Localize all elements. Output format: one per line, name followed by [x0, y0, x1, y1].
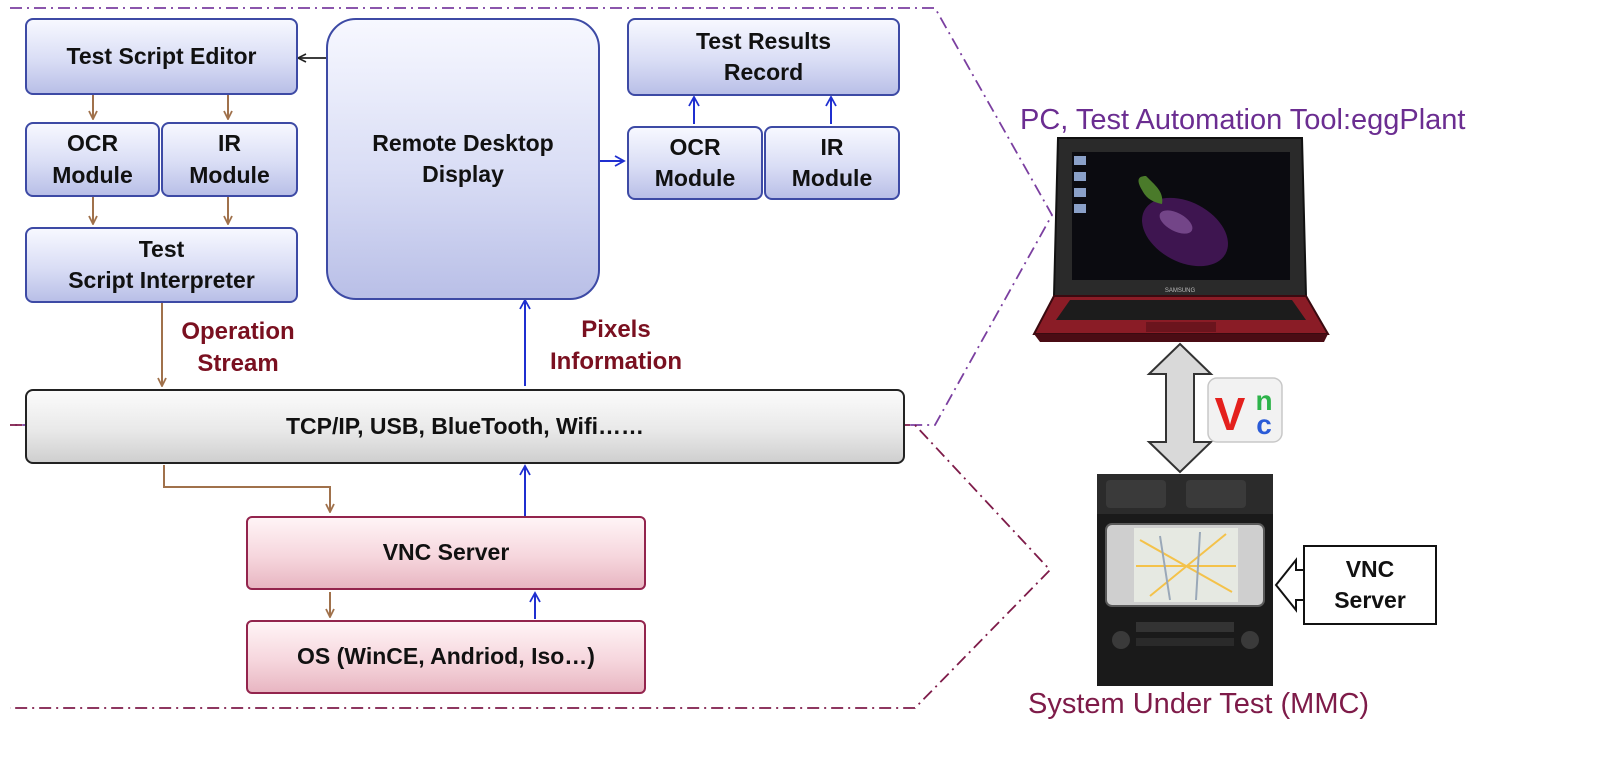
pc-title: PC, Test Automation Tool:eggPlant — [1020, 104, 1466, 136]
test-script-interpreter-box: Test Script Interpreter — [25, 227, 298, 303]
car-head-unit-illustration — [1097, 474, 1273, 686]
transport-layer-bar: TCP/IP, USB, BlueTooth, Wifi…… — [25, 389, 905, 464]
svg-text:n: n — [1255, 385, 1272, 416]
vnc-logo: V n c — [1207, 377, 1283, 443]
svg-text:SAMSUNG: SAMSUNG — [1165, 288, 1196, 294]
vnc-server-box: VNC Server — [246, 516, 646, 590]
os-box: OS (WinCE, Andriod, Iso…) — [246, 620, 646, 694]
vnc-server-callout: VNC Server — [1303, 545, 1437, 625]
test-results-record-box: Test Results Record — [627, 18, 900, 96]
laptop-illustration: SAMSUNG — [1032, 137, 1330, 342]
pixels-information-label: Pixels Information — [550, 316, 682, 376]
test-script-editor-box: Test Script Editor — [25, 18, 298, 95]
vnc-link-double-arrow — [1146, 342, 1214, 474]
sut-title: System Under Test (MMC) — [1028, 688, 1370, 720]
ir-module-left-box: IR Module — [161, 122, 298, 197]
ocr-module-right-box: OCR Module — [627, 126, 763, 200]
svg-text:V: V — [1215, 388, 1246, 440]
svg-text:c: c — [1256, 409, 1272, 440]
arrow-transport-to-vnc — [163, 465, 330, 512]
remote-desktop-display-box: Remote Desktop Display — [326, 18, 600, 300]
vnc-callout-pointer — [1274, 557, 1306, 613]
ir-module-right-box: IR Module — [764, 126, 900, 200]
ocr-module-left-box: OCR Module — [25, 122, 160, 197]
operation-stream-label: Operation Stream — [181, 318, 295, 378]
